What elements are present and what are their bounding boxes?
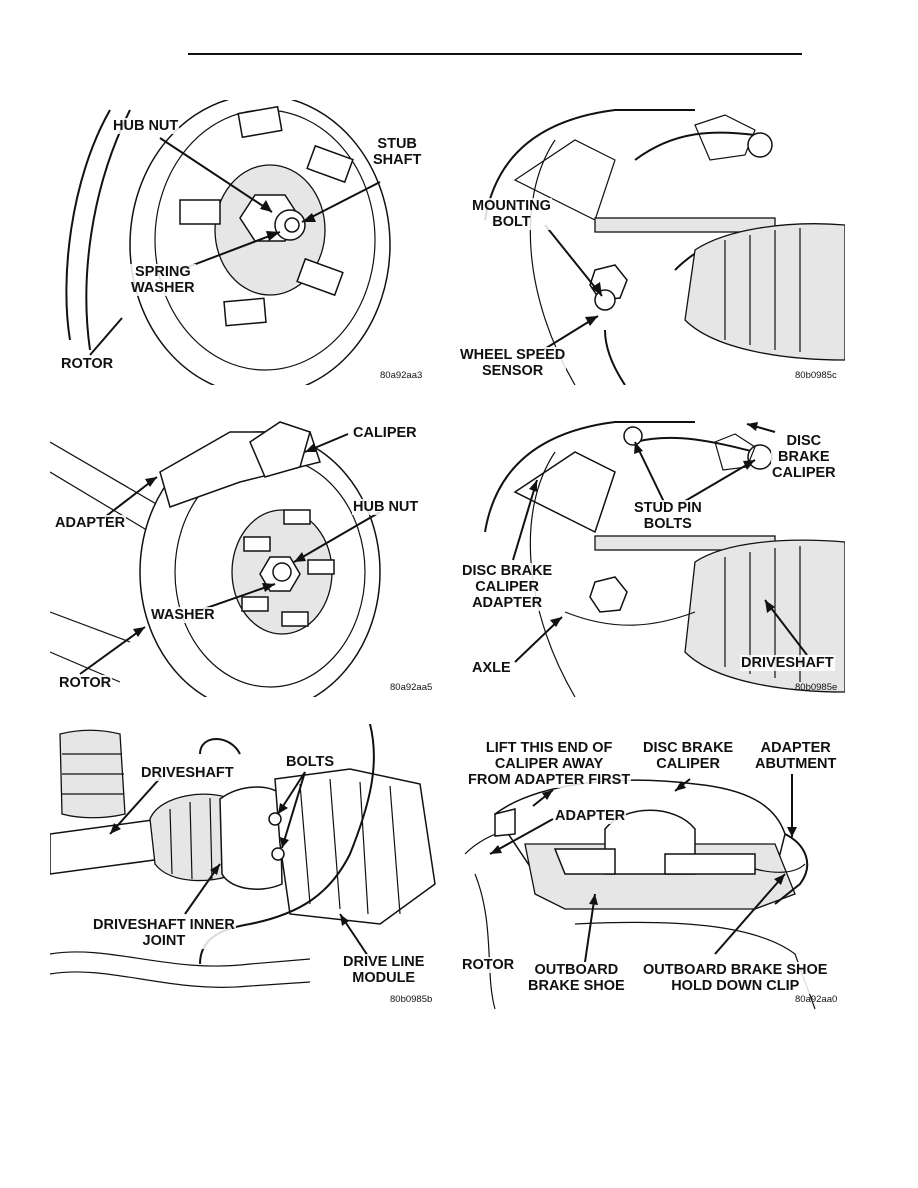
label-washer: WASHER (150, 607, 216, 623)
caliper-shoe-illustration (464, 774, 816, 1009)
label-disc-brake-caliper: DISC BRAKE CALIPER (642, 740, 735, 772)
label-outboard-brake-shoe: OUTBOARD BRAKE SHOE (527, 962, 626, 994)
label-outboard-brake-shoe-hold-down-clip: OUTBOARD BRAKE SHOE HOLD DOWN CLIP (642, 962, 829, 994)
label-bolts: BOLTS (285, 754, 336, 770)
figure-code: 80a92aa0 (795, 994, 838, 1005)
figure-caliper-adapter: CALIPER ADAPTER HUB NUT WASHER ROTOR 80a… (50, 412, 440, 697)
caliper-adapter-illustration (484, 421, 845, 697)
label-disc-brake-caliper: DISC BRAKE CALIPER (771, 433, 837, 481)
figure-drive-line-module: DRIVESHAFT BOLTS DRIVESHAFT INNER JOINT … (50, 724, 440, 1009)
label-drive-line-module: DRIVE LINE MODULE (342, 954, 426, 986)
label-rotor: ROTOR (60, 356, 115, 372)
label-disc-brake-caliper-adapter: DISC BRAKE CALIPER ADAPTER (461, 563, 554, 611)
driveshaft-module-illustration (50, 724, 436, 988)
label-adapter: ADAPTER (54, 515, 127, 531)
label-hub-nut: HUB NUT (112, 118, 180, 134)
label-wheel-speed-sensor: WHEEL SPEED SENSOR (459, 347, 567, 379)
figure-stud-pin-bolts: DISC BRAKE CALIPER STUD PIN BOLTS DISC B… (455, 412, 845, 697)
label-driveshaft: DRIVESHAFT (140, 765, 235, 781)
label-axle: AXLE (471, 660, 512, 676)
label-stub-shaft: STUB SHAFT (372, 136, 423, 168)
figure-code: 80a92aa5 (390, 682, 433, 693)
label-spring-washer: SPRING WASHER (130, 264, 196, 296)
rotor-caliper-illustration (50, 421, 381, 697)
label-driveshaft: DRIVESHAFT (740, 655, 835, 671)
label-adapter-abutment: ADAPTER ABUTMENT (754, 740, 838, 772)
figure-hub-nut-removal: HUB NUT STUB SHAFT SPRING WASHER ROTOR 8… (50, 100, 440, 385)
figure-caliper-removal: LIFT THIS END OF CALIPER AWAY FROM ADAPT… (455, 724, 845, 1009)
label-lift-this-end: LIFT THIS END OF CALIPER AWAY FROM ADAPT… (467, 740, 632, 788)
figure-code: 80b0985c (795, 370, 837, 381)
caliper-mounting-illustration (484, 109, 845, 385)
label-mounting-bolt: MOUNTING BOLT (471, 198, 552, 230)
hub-rotor-illustration (65, 100, 391, 385)
figure-code: 80a92aa3 (380, 370, 423, 381)
label-rotor: ROTOR (58, 675, 113, 691)
figure-mounting-bolt: MOUNTING BOLT WHEEL SPEED SENSOR 80b0985… (455, 100, 845, 385)
header-rule (188, 53, 802, 55)
label-stud-pin-bolts: STUD PIN BOLTS (633, 500, 703, 532)
label-caliper: CALIPER (352, 425, 418, 441)
figure-code: 80b0985e (795, 682, 838, 693)
label-driveshaft-inner-joint: DRIVESHAFT INNER JOINT (92, 917, 236, 949)
label-adapter: ADAPTER (554, 808, 627, 824)
figure-code: 80b0985b (390, 994, 433, 1005)
label-rotor: ROTOR (461, 957, 516, 973)
label-hub-nut: HUB NUT (352, 499, 420, 515)
